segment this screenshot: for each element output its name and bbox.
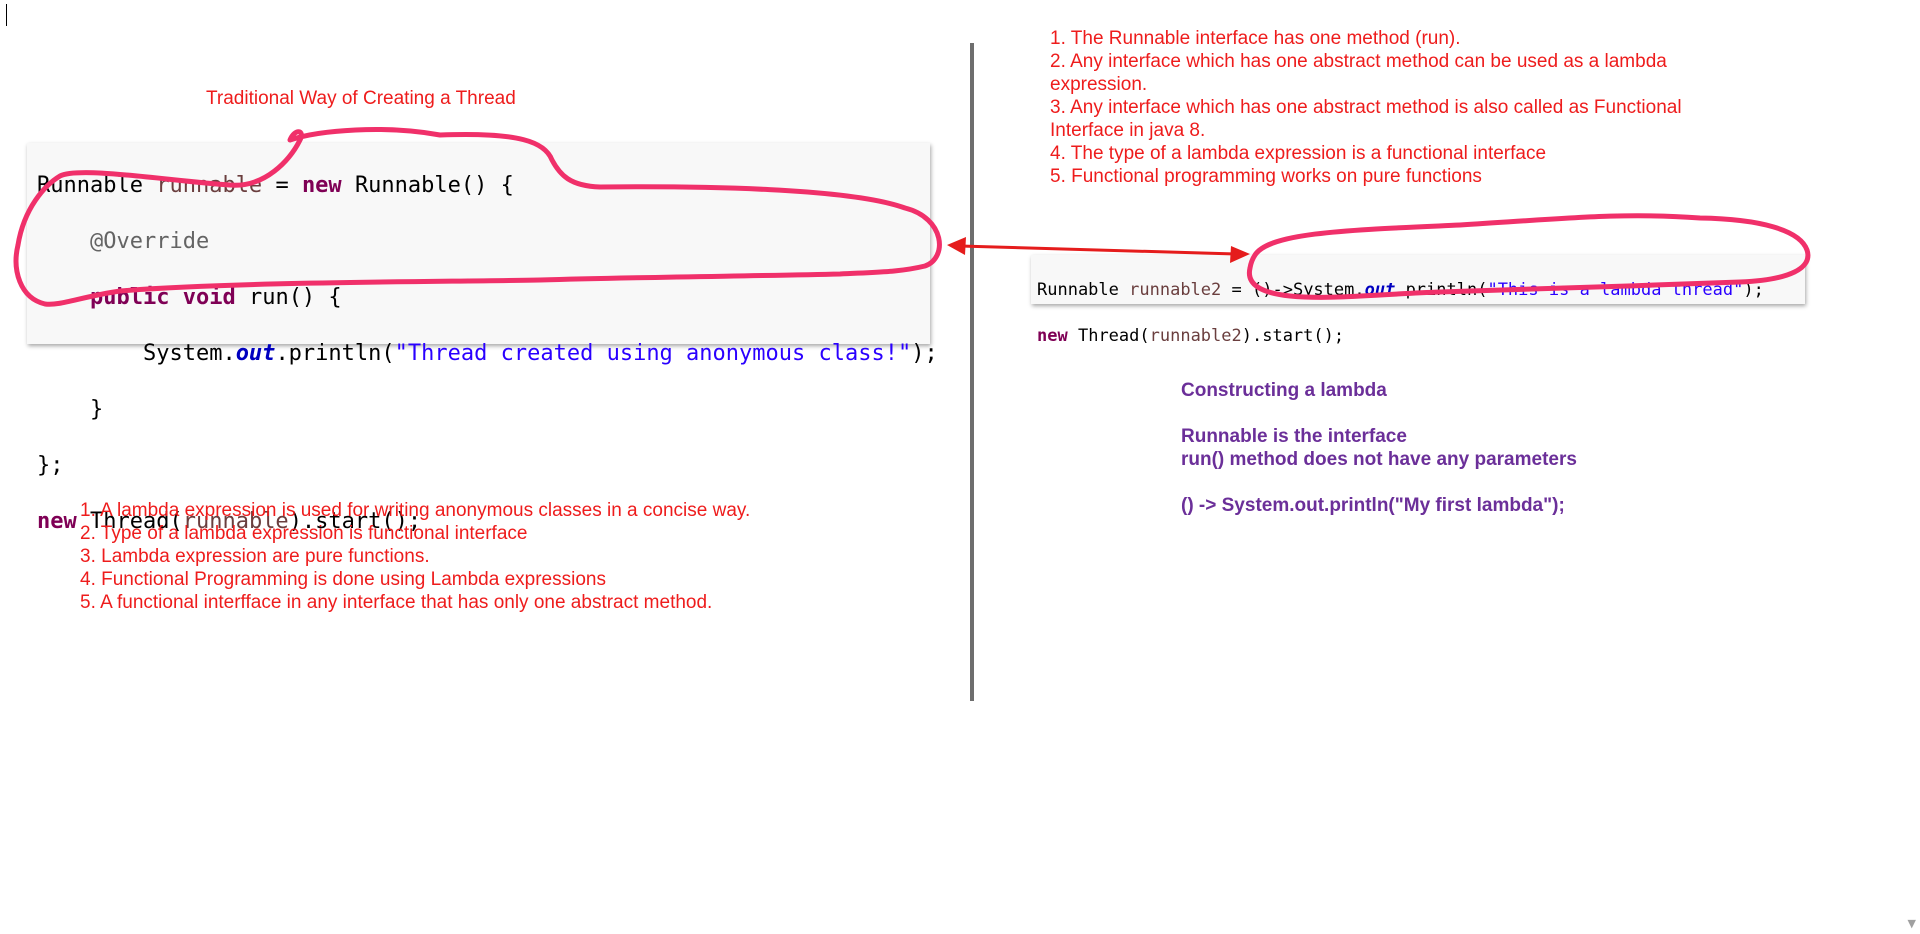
- note-line: 3. Any interface which has one abstract …: [1050, 97, 1682, 118]
- note-line: 3. Lambda expression are pure functions.: [80, 546, 430, 567]
- traditional-thread-title: Traditional Way of Creating a Thread: [206, 88, 516, 109]
- note-line: run() method does not have any parameter…: [1181, 449, 1577, 470]
- note-line: 4. Functional Programming is done using …: [80, 569, 606, 590]
- note-line: 2. Any interface which has one abstract …: [1050, 51, 1667, 72]
- lambda-notes-heading: Constructing a lambda: [1181, 380, 1387, 401]
- code-line: Runnable runnable2 = ()->System.out.prin…: [1037, 280, 1764, 300]
- lambda-code-block: Runnable runnable2 = ()->System.out.prin…: [1031, 255, 1805, 346]
- code-line: System.out.println("Thread created using…: [142, 341, 938, 366]
- note-line: 5. Functional programming works on pure …: [1050, 166, 1482, 187]
- note-line: () -> System.out.println("My first lambd…: [1181, 495, 1565, 516]
- text-cursor: [6, 4, 7, 26]
- runnable-notes: 1. The Runnable interface has one method…: [1050, 27, 1682, 188]
- note-line: 2. Type of a lambda expression is functi…: [80, 523, 528, 544]
- double-headed-arrow-line: [959, 244, 1237, 256]
- note-line: [1181, 471, 1577, 494]
- code-line: @Override: [89, 229, 210, 254]
- lambda-construction-notes: Constructing a lambda Runnable is the in…: [1181, 379, 1577, 517]
- note-line: Interface in java 8.: [1050, 120, 1206, 141]
- note-line: Runnable is the interface: [1181, 426, 1407, 447]
- note-line: 1. A lambda expression is used for writi…: [80, 500, 751, 521]
- vertical-scrollbar[interactable]: ▼: [1903, 0, 1920, 934]
- note-line: 1. The Runnable interface has one method…: [1050, 28, 1461, 49]
- arrow-head-left: [947, 237, 966, 255]
- traditional-code-block: Runnable runnable = new Runnable() { @Ov…: [27, 143, 938, 534]
- note-line: [1181, 402, 1577, 425]
- code-line: Runnable runnable = new Runnable() {: [37, 173, 514, 198]
- code-line: new Thread(runnable2).start();: [1037, 326, 1345, 346]
- chevron-down-icon[interactable]: ▼: [1907, 917, 1916, 930]
- note-line: 5. A functional interfface in any interf…: [80, 592, 713, 613]
- code-line: };: [37, 453, 64, 478]
- code-line: }: [89, 397, 104, 422]
- code-line: new Thread(runnable).start();: [37, 509, 422, 534]
- vertical-divider: [970, 43, 974, 701]
- code-line: public void run() {: [89, 285, 342, 310]
- note-line: expression.: [1050, 74, 1148, 95]
- note-line: 4. The type of a lambda expression is a …: [1050, 143, 1547, 164]
- lambda-summary-notes: 1. A lambda expression is used for writi…: [80, 499, 750, 614]
